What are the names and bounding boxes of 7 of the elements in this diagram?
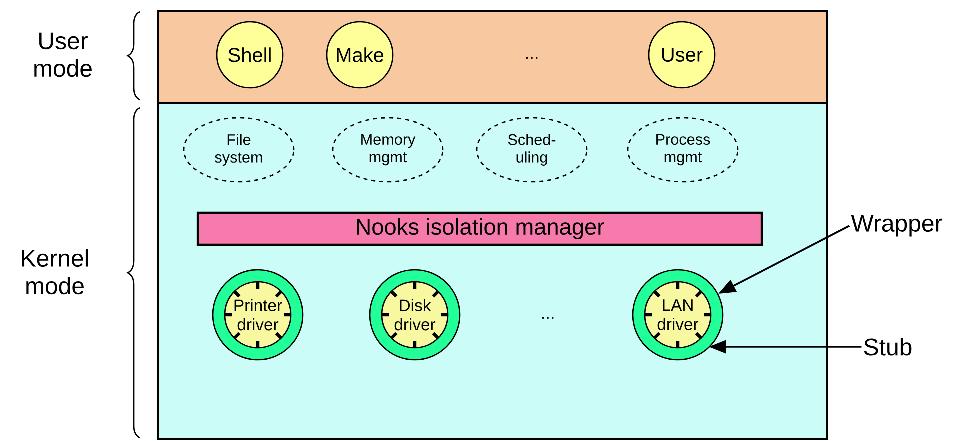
callout-text: Stub <box>864 338 912 356</box>
mode-label: User mode <box>34 32 92 78</box>
ellipsis: ... <box>542 317 554 319</box>
callout-text: Wrapper <box>851 215 942 237</box>
manager-bar: Nooks isolation manager <box>196 212 764 246</box>
mode-label: Kernel mode <box>22 249 88 295</box>
ellipsis: ... <box>526 57 538 59</box>
